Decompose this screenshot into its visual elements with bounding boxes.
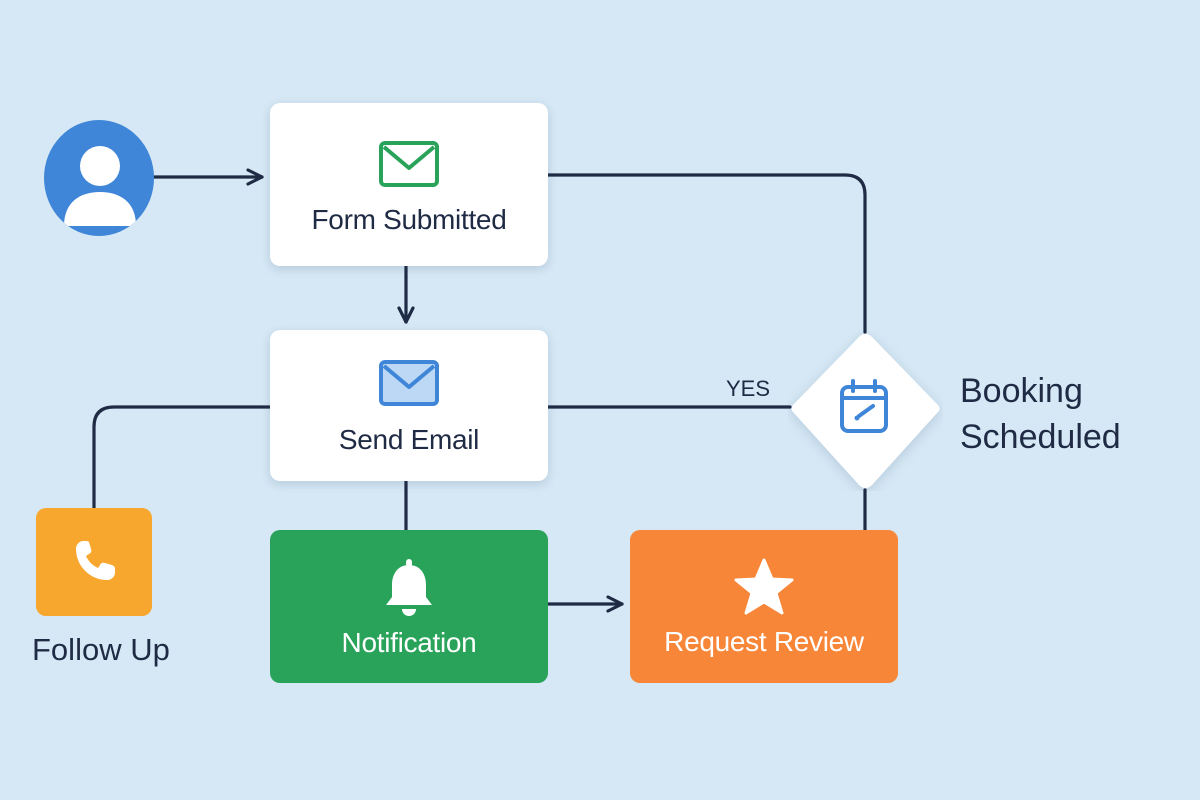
node-follow-up[interactable] xyxy=(36,508,152,616)
calendar-icon xyxy=(837,378,891,438)
phone-icon xyxy=(68,536,120,588)
bell-icon xyxy=(378,557,440,619)
edge-form-to-booking xyxy=(546,173,867,334)
yes-edge-label: YES xyxy=(726,376,771,401)
envelope-icon xyxy=(377,138,441,192)
user-icon xyxy=(44,120,154,236)
node-form-submitted[interactable]: Form Submitted xyxy=(270,103,548,266)
node-booking-scheduled[interactable] xyxy=(788,331,943,491)
edge-send-email-to-follow-up xyxy=(92,405,272,510)
form-submitted-label: Form Submitted xyxy=(311,203,507,235)
star-icon xyxy=(732,556,796,618)
envelope-icon xyxy=(377,358,441,410)
request-review-label: Request Review xyxy=(664,625,864,657)
booking-label-line2: Scheduled xyxy=(960,418,1121,456)
booking-label-line1: Booking xyxy=(960,372,1083,410)
booking-scheduled-label: Booking Scheduled xyxy=(960,368,1121,460)
send-email-label: Send Email xyxy=(338,423,480,455)
follow-up-label: Follow Up xyxy=(32,632,170,667)
node-request-review[interactable]: Request Review xyxy=(630,530,898,683)
node-send-email[interactable]: Send Email xyxy=(270,330,548,481)
node-notification[interactable]: Notification xyxy=(270,530,548,683)
user-avatar xyxy=(44,120,154,236)
notification-label: Notification xyxy=(341,626,477,658)
